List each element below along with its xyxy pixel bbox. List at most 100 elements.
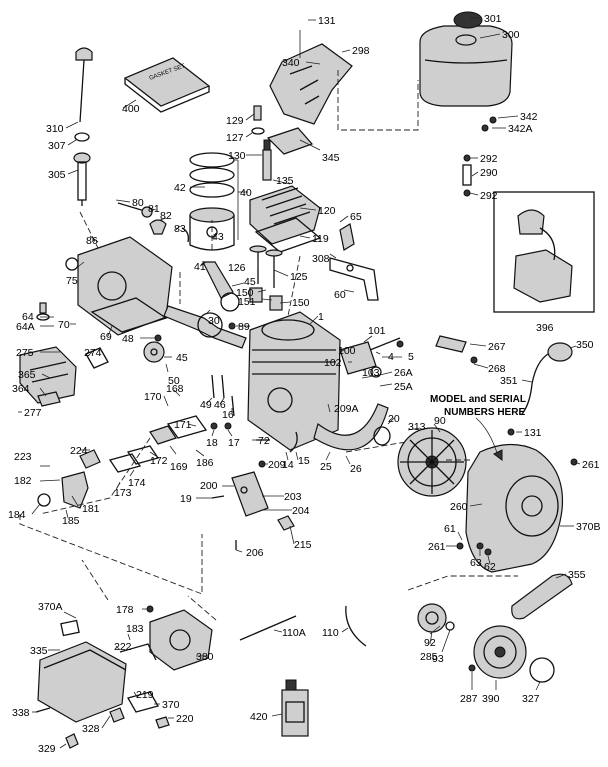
label-150a: 150 <box>236 287 254 299</box>
tappets-part <box>211 374 225 399</box>
label-19: 19 <box>180 493 192 505</box>
part-labels: 131 298 340 301 300 310 400 307 305 129 … <box>8 13 601 755</box>
muffler-gasket-part <box>85 347 109 369</box>
label-135: 135 <box>276 175 294 187</box>
label-120: 120 <box>318 205 336 217</box>
label-292b: 292 <box>480 190 498 202</box>
fuel-line-part <box>462 154 472 197</box>
label-420: 420 <box>250 711 268 723</box>
label-25A: 25A <box>394 381 413 393</box>
label-209A: 209A <box>334 403 359 415</box>
control-plate-part <box>211 471 295 550</box>
leader-lines <box>18 17 581 749</box>
piston-rings-part <box>189 152 235 198</box>
connecting-rod-part <box>202 261 240 312</box>
label-275: 275 <box>16 347 34 359</box>
label-16: 16 <box>222 409 234 421</box>
clip-329-part <box>65 733 79 749</box>
spark-plug-part <box>262 139 272 181</box>
label-183: 183 <box>126 623 144 635</box>
label-110A: 110A <box>282 627 306 639</box>
label-338: 338 <box>12 707 30 719</box>
label-329: 329 <box>38 743 56 755</box>
label-101: 101 <box>368 325 386 337</box>
label-370: 370 <box>162 699 180 711</box>
label-292a: 292 <box>480 153 498 165</box>
label-50: 50 <box>168 375 180 387</box>
label-30: 30 <box>208 315 220 327</box>
label-130: 130 <box>228 150 246 162</box>
label-20: 20 <box>388 413 400 425</box>
cylinder-head-part <box>249 185 321 245</box>
label-81: 81 <box>148 203 160 215</box>
piston-part <box>189 207 235 251</box>
engine-block-part <box>247 311 341 451</box>
crankcase-cover-part <box>65 236 173 336</box>
label-206: 206 <box>246 547 264 559</box>
bracket-part <box>266 127 314 155</box>
cover-gasket-part <box>90 297 168 333</box>
control-bracket-part <box>329 223 379 301</box>
label-65: 65 <box>350 211 362 223</box>
label-26: 26 <box>350 463 362 475</box>
label-287: 287 <box>460 693 478 705</box>
label-290: 290 <box>480 167 498 179</box>
gasket-set-package: GASKET SET <box>123 57 211 113</box>
label-15: 15 <box>298 455 310 467</box>
label-45b: 45 <box>176 352 188 364</box>
wire-110-part <box>345 605 367 647</box>
cam-gear-part <box>143 341 165 363</box>
gasket-219-part <box>127 691 159 713</box>
label-308: 308 <box>312 253 330 265</box>
bolt-part <box>253 105 262 121</box>
wire-110A-part <box>239 615 297 641</box>
label-41: 41 <box>194 261 206 273</box>
label-185: 185 <box>62 515 80 527</box>
label-342A: 342A <box>508 123 533 135</box>
label-268: 268 <box>488 363 506 375</box>
label-45a: 45 <box>244 276 256 288</box>
label-17: 17 <box>228 437 240 449</box>
label-61: 61 <box>444 523 456 535</box>
label-223: 223 <box>14 451 32 463</box>
label-82: 82 <box>160 210 172 222</box>
dipstick-part <box>75 47 93 123</box>
label-345: 345 <box>322 152 340 164</box>
small-hardware-part <box>456 542 492 556</box>
label-60: 60 <box>334 289 346 301</box>
label-14: 14 <box>282 459 294 471</box>
label-365: 365 <box>18 369 36 381</box>
primer-part <box>521 342 573 415</box>
crankshaft-part <box>163 305 247 349</box>
label-355: 355 <box>568 569 586 581</box>
label-170: 170 <box>144 391 162 403</box>
label-4: 4 <box>388 351 394 363</box>
label-93: 93 <box>432 653 444 665</box>
label-86: 86 <box>86 235 98 247</box>
label-307: 307 <box>48 140 66 152</box>
label-220: 220 <box>176 713 194 725</box>
air-cleaner-part <box>37 641 127 723</box>
label-215: 215 <box>294 539 312 551</box>
label-5: 5 <box>408 351 414 363</box>
label-48: 48 <box>122 333 134 345</box>
label-181: 181 <box>82 503 100 515</box>
fill-tube-part <box>73 152 91 206</box>
label-26A: 26A <box>394 367 413 379</box>
recoil-ring-part <box>529 657 555 683</box>
label-80: 80 <box>132 197 144 209</box>
label-370A: 370A <box>38 601 63 613</box>
label-186: 186 <box>196 457 214 469</box>
label-1: 1 <box>318 311 324 323</box>
label-126: 126 <box>228 262 246 274</box>
label-18: 18 <box>206 437 218 449</box>
label-102: 102 <box>324 357 342 369</box>
label-364: 364 <box>12 383 30 395</box>
label-172: 172 <box>150 455 168 467</box>
screw-131-part <box>507 428 515 436</box>
gasket-370A-part <box>60 619 80 637</box>
label-92: 92 <box>424 637 436 649</box>
label-119: 119 <box>312 233 329 245</box>
label-131a: 131 <box>318 15 336 27</box>
